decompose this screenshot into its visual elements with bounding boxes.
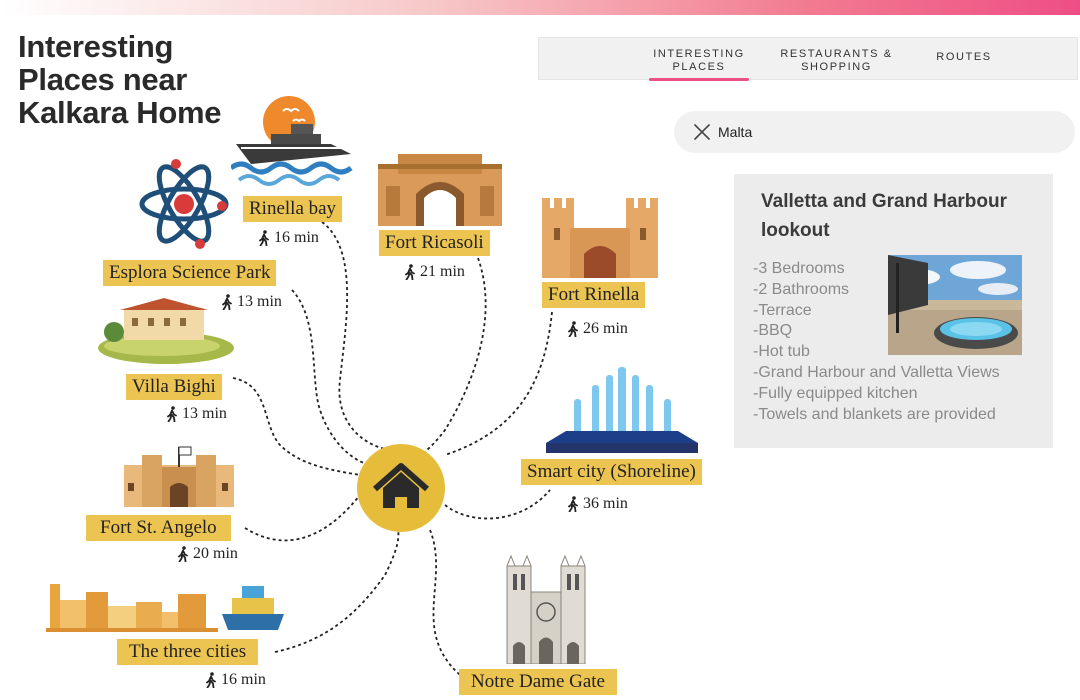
home-hub <box>357 444 445 532</box>
place-label-esplora-science-park[interactable]: Esplora Science Park <box>103 260 277 286</box>
tab-routes[interactable]: ROUTES <box>936 51 992 63</box>
tab-bar: INTERESTING PLACES RESTAURANTS & SHOPPIN… <box>538 37 1078 81</box>
fort-rinella-illustration <box>542 198 658 278</box>
walking-icon <box>166 406 178 422</box>
list-item: -Terrace <box>753 301 812 319</box>
walk-time: 16 min <box>205 671 266 689</box>
walking-icon <box>177 546 189 562</box>
three-cities-illustration <box>46 584 284 632</box>
walk-time: 16 min <box>258 229 319 247</box>
search-bar <box>674 111 1075 153</box>
tab-interesting-places[interactable]: INTERESTING PLACES <box>649 48 749 81</box>
place-label-notre-dame-gate[interactable]: Notre Dame Gate <box>459 669 617 695</box>
fountain-illustration <box>546 367 698 453</box>
walk-time: 13 min <box>166 405 227 423</box>
place-label-fort-ricasoli[interactable]: Fort Ricasoli <box>379 230 490 256</box>
list-item: -Towels and blankets are provided <box>753 405 996 423</box>
tab-restaurants-shopping[interactable]: RESTAURANTS & SHOPPING <box>780 48 893 73</box>
list-item: -3 Bedrooms <box>753 260 845 277</box>
list-item: -BBQ <box>753 322 793 340</box>
hot-tub-photo <box>888 255 1022 355</box>
place-label-fort-rinella[interactable]: Fort Rinella <box>542 282 646 308</box>
walk-time: 13 min <box>221 293 282 311</box>
listing-card: Valletta and Grand Harbour lookout -3 Be… <box>734 174 1053 448</box>
home-icon <box>373 463 429 508</box>
feature-list: -3 Bedrooms -2 Bathrooms -Terrace -BBQ -… <box>753 259 1000 425</box>
walking-icon <box>258 230 270 246</box>
notre-dame-illustration <box>506 554 586 664</box>
list-item: -Grand Harbour and Valletta Views <box>753 363 1000 381</box>
walk-time: 20 min <box>177 545 238 563</box>
place-label-rinella-bay[interactable]: Rinella bay <box>243 196 343 222</box>
place-label-villa-bighi[interactable]: Villa Bighi <box>126 374 222 400</box>
listing-title: Valletta and Grand Harbour lookout <box>761 191 1007 241</box>
walking-icon <box>221 294 233 310</box>
search-input[interactable] <box>718 122 1018 142</box>
place-label-smart-city[interactable]: Smart city (Shoreline) <box>521 459 702 485</box>
close-icon[interactable] <box>692 122 712 142</box>
atom-illustration <box>139 159 229 249</box>
page-title: Interesting Places near Kalkara Home <box>18 29 222 130</box>
walking-icon <box>205 672 217 688</box>
walk-time: 21 min <box>404 263 465 281</box>
walking-icon <box>567 321 579 337</box>
walk-time: 36 min <box>567 495 628 513</box>
yacht-illustration <box>231 96 353 186</box>
place-label-fort-st-angelo[interactable]: Fort St. Angelo <box>86 515 231 541</box>
walk-time: 26 min <box>567 320 628 338</box>
top-gradient-bar <box>0 0 1080 15</box>
place-label-three-cities[interactable]: The three cities <box>117 639 259 665</box>
list-item: -Hot tub <box>753 343 810 361</box>
list-item: -2 Bathrooms <box>753 280 850 298</box>
list-item: -Fully equipped kitchen <box>753 384 918 402</box>
villa-bighi-illustration <box>98 298 234 364</box>
walking-icon <box>404 264 416 280</box>
fort-ricasoli-illustration <box>378 154 502 226</box>
fort-st-angelo-illustration <box>124 446 234 507</box>
walking-icon <box>567 496 579 512</box>
